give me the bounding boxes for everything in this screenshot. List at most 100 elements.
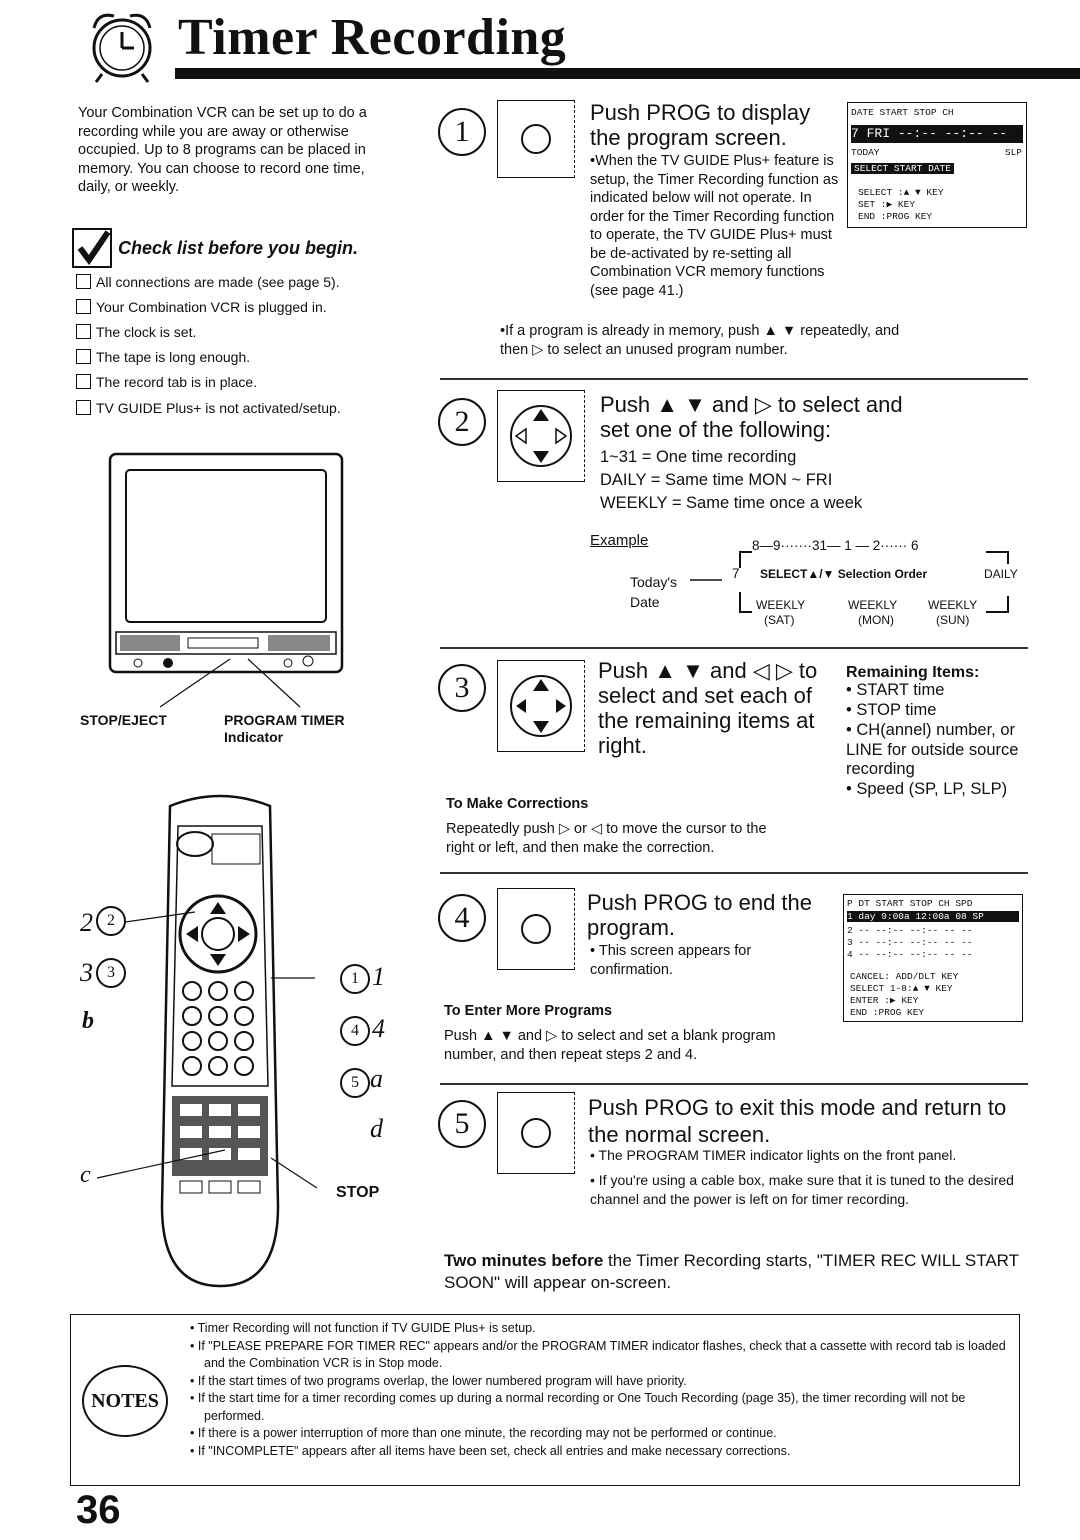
prog-button-icon xyxy=(521,914,551,944)
remote-label-c: c xyxy=(80,1162,91,1188)
remote-control-illustration xyxy=(150,786,290,1296)
page-title: Timer Recording xyxy=(178,9,567,66)
prog-button-box xyxy=(497,100,575,178)
mon-label: (MON) xyxy=(858,613,894,627)
osd-key-select: SELECT 1-8:▲ ▼ KEY xyxy=(850,983,953,994)
page-number: 36 xyxy=(76,1488,121,1532)
intro-text: Your Combination VCR can be set up to do… xyxy=(78,105,367,195)
step-3-number: 3 xyxy=(438,664,486,712)
osd-row-1: 1 day 9:00a 12:00a 08 SP xyxy=(847,911,1019,922)
checkbox-icon xyxy=(76,374,91,389)
remaining-items-title: Remaining Items: xyxy=(846,664,980,681)
weekly-mon-label: WEEKLY xyxy=(848,598,898,612)
checklist-title: Check list before you begin. xyxy=(118,238,359,258)
osd-row: 4 -- --:-- --:-- -- -- xyxy=(847,949,973,960)
checklist-item: TV GUIDE Plus+ is not activated/setup. xyxy=(76,400,341,416)
osd-key-select: SELECT :▲ ▼ KEY xyxy=(858,187,944,198)
notes-badge: NOTES xyxy=(82,1365,168,1437)
remote-label-a: a xyxy=(370,1064,383,1093)
weekly-sun-label: WEEKLY xyxy=(928,598,978,612)
step-1-number: 1 xyxy=(438,108,486,156)
selection-sequence: 8—9·······31— 1 — 2······ 6 xyxy=(752,538,919,553)
remote-step-1-label: 1 xyxy=(372,962,385,991)
osd-times: --:-- --:-- -- xyxy=(897,126,1008,141)
remote-step-1-circle: 1 xyxy=(340,964,370,994)
remote-step-3-label: 3 xyxy=(80,958,93,987)
checkbox-icon xyxy=(76,324,91,339)
weekly-sat-label: WEEKLY xyxy=(756,598,806,612)
note-item: • If there is a power interruption of mo… xyxy=(190,1426,777,1440)
two-minutes-note: Two minutes before the Timer Recording s… xyxy=(444,1250,1024,1294)
todays-date-label: Today's Date xyxy=(630,574,678,610)
osd-slp: SLP xyxy=(1004,147,1022,158)
note-item: • If the start times of two programs ove… xyxy=(190,1373,687,1388)
osd-key-end: END :PROG KEY xyxy=(858,211,933,222)
step-2-option: DAILY = Same time MON ~ FRI xyxy=(600,471,833,489)
step-1-bullet: •If a program is already in memory, push… xyxy=(500,323,900,358)
step-5-heading: Push PROG to exit this mode and return t… xyxy=(588,1095,1007,1147)
stop-eject-label: STOP/EJECT xyxy=(80,712,167,728)
checkbox-icon xyxy=(76,274,91,289)
osd-key-enter: ENTER :▶ KEY xyxy=(850,995,919,1006)
checkmark-icon xyxy=(72,228,112,268)
osd-key-cancel: CANCEL: ADD/DLT KEY xyxy=(850,971,959,982)
step-2-option: WEEKLY = Same time once a week xyxy=(600,494,863,512)
checkbox-icon xyxy=(76,299,91,314)
checkbox-icon xyxy=(76,400,91,415)
checklist-item: The tape is long enough. xyxy=(76,349,250,365)
program-timer-label: PROGRAM TIMER xyxy=(224,712,345,728)
step-2-option: 1~31 = One time recording xyxy=(600,448,797,466)
divider xyxy=(440,378,1028,380)
osd-key-end: END :PROG KEY xyxy=(850,1007,925,1018)
osd-day: 7 FRI xyxy=(851,126,891,141)
arrow-pad-box xyxy=(497,660,585,752)
step-4-note: • This screen appears for confirmation. xyxy=(590,943,752,978)
remote-label-b: b xyxy=(82,1008,94,1034)
remote-step-4-label: 4 xyxy=(372,1014,385,1043)
osd-bar: SELECT START DATE xyxy=(851,163,954,174)
checklist-item: All connections are made (see page 5). xyxy=(76,274,340,290)
arrow-pad-box xyxy=(497,390,585,482)
sun-label: (SUN) xyxy=(936,613,970,627)
remote-step-3-circle: 3 xyxy=(96,958,126,988)
remote-stop-label: STOP xyxy=(336,1184,380,1201)
note-item: • Timer Recording will not function if T… xyxy=(190,1321,536,1335)
two-minutes-bold: Two minutes before xyxy=(444,1251,604,1270)
remote-step-4-circle: 4 xyxy=(340,1016,370,1046)
step-5-number: 5 xyxy=(438,1100,486,1148)
selection-order-label: SELECT▲/▼ Selection Order xyxy=(760,567,928,581)
remote-label-d: d xyxy=(370,1114,383,1143)
osd-row: 3 -- --:-- --:-- -- -- xyxy=(847,937,973,948)
divider xyxy=(440,872,1028,874)
more-programs-text: Push ▲ ▼ and ▷ to select and set a blank… xyxy=(444,1028,776,1063)
tv-vcr-illustration xyxy=(108,452,344,682)
notes-list: • Timer Recording will not function if T… xyxy=(190,1320,1010,1460)
divider xyxy=(440,647,1028,649)
indicator-label: Indicator xyxy=(224,729,284,745)
step-1-note: •When the TV GUIDE Plus+ feature is setu… xyxy=(590,153,839,299)
divider xyxy=(440,1083,1028,1085)
prog-button-box xyxy=(497,1092,575,1174)
osd-header: P DT START STOP CH SPD xyxy=(847,898,973,909)
osd-row: 2 -- --:-- --:-- -- -- xyxy=(847,925,973,936)
more-programs-title: To Enter More Programs xyxy=(444,1003,613,1019)
alarm-clock-icon xyxy=(80,8,164,84)
step-1-heading: Push PROG to display the program screen. xyxy=(590,100,811,150)
arrow-pad-icon xyxy=(510,675,572,737)
selection-today-value: 7 xyxy=(732,566,740,581)
osd-key-set: SET :▶ KEY xyxy=(858,199,916,210)
step-5-bullet: • If you're using a cable box, make sure… xyxy=(590,1172,1014,1207)
note-item: • If the start time for a timer recordin… xyxy=(190,1391,966,1423)
prog-button-box xyxy=(497,888,575,970)
checkbox-icon xyxy=(76,349,91,364)
checklist-item: The clock is set. xyxy=(76,324,196,340)
remote-step-5-circle: 5 xyxy=(340,1068,370,1098)
prog-button-icon xyxy=(521,1118,551,1148)
two-minutes-rest: the Timer Recording starts, "TIMER REC W… xyxy=(444,1251,1019,1292)
corrections-title: To Make Corrections xyxy=(446,796,589,812)
note-item: • If "PLEASE PREPARE FOR TIMER REC" appe… xyxy=(190,1338,1006,1371)
osd-confirmation-screen: P DT START STOP CH SPD 1 day 9:00a 12:00… xyxy=(843,894,1023,1022)
osd-selected-row: 7 FRI --:-- --:-- -- xyxy=(851,125,1023,143)
remaining-item: • Speed (SP, LP, SLP) xyxy=(846,780,1008,798)
daily-label: DAILY xyxy=(984,567,1018,581)
